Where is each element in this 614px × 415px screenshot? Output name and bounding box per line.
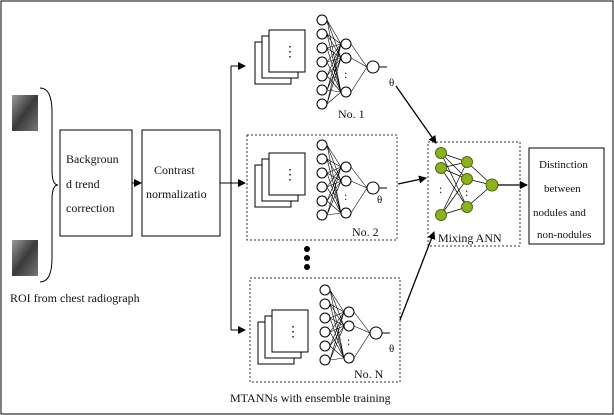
arrow-mtann1-to-mixing — [395, 85, 437, 144]
mtann-n-output-node — [369, 326, 383, 340]
mtann-caption: MTANNs with ensemble training — [230, 391, 391, 405]
mtann-1-output-node — [366, 60, 380, 74]
mtann-n-hidden-dots: : — [347, 334, 350, 348]
mtann-1-hidden-node-1 — [340, 38, 352, 50]
mtann-2: ⋮ : θ No. 2 — [254, 139, 387, 239]
mtann-n-input-node-2 — [319, 298, 331, 310]
ellipsis-dot-1 — [304, 246, 310, 252]
arrow-mtann-n-to-mixing — [399, 231, 436, 321]
mtann-1-hidden-node-2 — [340, 52, 352, 64]
roi-label: ROI from chest radiograph — [10, 291, 140, 305]
mtann-2-label: No. 2 — [352, 225, 379, 239]
mixing-hidden-node-1 — [461, 156, 473, 168]
background-line3: correction — [66, 201, 115, 215]
result-line1: Distinction — [539, 159, 588, 171]
mtann-n-input-node-1 — [319, 284, 331, 296]
mtann-n-hidden-node-2 — [343, 320, 355, 332]
arrow-mtann2-to-mixing — [397, 175, 427, 185]
mtann-2-input-node-3 — [316, 167, 328, 179]
mtann-1-connections — [326, 19, 368, 105]
mtann-1-hidden-dots: : — [344, 67, 347, 81]
roi-image-bottom — [12, 240, 38, 276]
roi-brace — [39, 87, 59, 283]
mtann-2-connections — [326, 144, 368, 216]
mtann-1-stack-dots: ⋮ — [283, 45, 297, 60]
contrast-line1: Contrast — [154, 163, 195, 177]
mtann-2-input-node-2 — [316, 153, 328, 165]
mixing-input-node-2 — [435, 162, 447, 174]
mtann-2-hidden-dots: : — [344, 189, 347, 203]
background-line1: Backgroun — [66, 152, 119, 166]
mtann-1-hidden-node-3 — [340, 86, 352, 98]
mixing-input-node-1 — [435, 147, 447, 159]
background-line2: d trend — [66, 177, 100, 191]
mixing-hidden-node-2 — [461, 173, 473, 185]
mtann-1-input-node-1 — [316, 14, 328, 26]
mtann-n-hidden-node-1 — [343, 306, 355, 318]
mtann-n-stack-dots: ⋮ — [286, 325, 300, 340]
ellipsis-dot-3 — [304, 264, 310, 270]
mtann-2-outputs: θ — [377, 194, 382, 206]
ellipsis-dot-2 — [304, 255, 310, 261]
mtann-2-hidden-node-3 — [340, 207, 352, 219]
mtann-box-n — [249, 277, 401, 383]
mtann-1: ⋮ : θ No. 1 — [254, 14, 394, 121]
mtann-n-input-node-6 — [319, 354, 331, 366]
mixing-ann-box — [427, 141, 521, 247]
mtann-n-input-node-4 — [319, 326, 331, 338]
image-stack-n-c — [271, 309, 309, 353]
mixing-hidden-dots: : — [465, 185, 468, 199]
mtann-2-hidden-node-2 — [340, 175, 352, 187]
mixing-input-dots: : — [439, 182, 442, 196]
mtann-1-input-node-2 — [316, 28, 328, 40]
result-box — [528, 147, 605, 245]
mtann-n-input-node-3 — [319, 312, 331, 324]
image-stack-2-c — [268, 152, 306, 196]
mtann-2-hidden-node-1 — [340, 161, 352, 173]
mtann-1-input-node-7 — [316, 98, 328, 110]
result-line4: non-nodules — [537, 229, 591, 241]
image-stack-1-c — [268, 29, 306, 73]
mtann-1-input-node-5 — [316, 70, 328, 82]
mtann-2-input-node-4 — [316, 181, 328, 193]
background-trend-box — [59, 129, 133, 237]
mtann-n: ⋮ : θ No. N — [257, 284, 394, 381]
result-line3: nodules and — [533, 207, 586, 219]
mtann-2-output-node — [366, 181, 380, 195]
mtann-2-stack-dots: ⋮ — [283, 168, 297, 183]
mtann-2-input-node-5 — [316, 195, 328, 207]
mtann-n-connections — [329, 289, 371, 361]
mixing-ann-label: Mixing ANN — [438, 231, 502, 245]
mixing-ann-connections — [440, 152, 493, 216]
mtann-1-label: No. 1 — [338, 107, 365, 121]
mtann-1-input-node-3 — [316, 42, 328, 54]
mtann-n-label: No. N — [354, 367, 384, 381]
mtann-1-outputs: θ — [389, 77, 394, 89]
mtann-2-input-node-6 — [316, 209, 328, 221]
roi-image-top — [12, 95, 38, 131]
contrast-line2: normalizatio — [146, 187, 207, 201]
mixing-input-node-3 — [435, 209, 447, 221]
mtann-n-outputs: θ — [389, 343, 394, 355]
contrast-box — [141, 129, 221, 237]
mtann-2-input-node-1 — [316, 139, 328, 151]
mixing-hidden-node-3 — [461, 201, 473, 213]
mixing-output-node — [485, 178, 499, 192]
mtann-n-hidden-node-3 — [343, 352, 355, 364]
result-line2: between — [544, 183, 581, 195]
mtann-n-input-node-5 — [319, 340, 331, 352]
mtann-1-input-node-4 — [316, 56, 328, 68]
mtann-1-input-node-6 — [316, 84, 328, 96]
mtann-box-2 — [246, 134, 398, 241]
